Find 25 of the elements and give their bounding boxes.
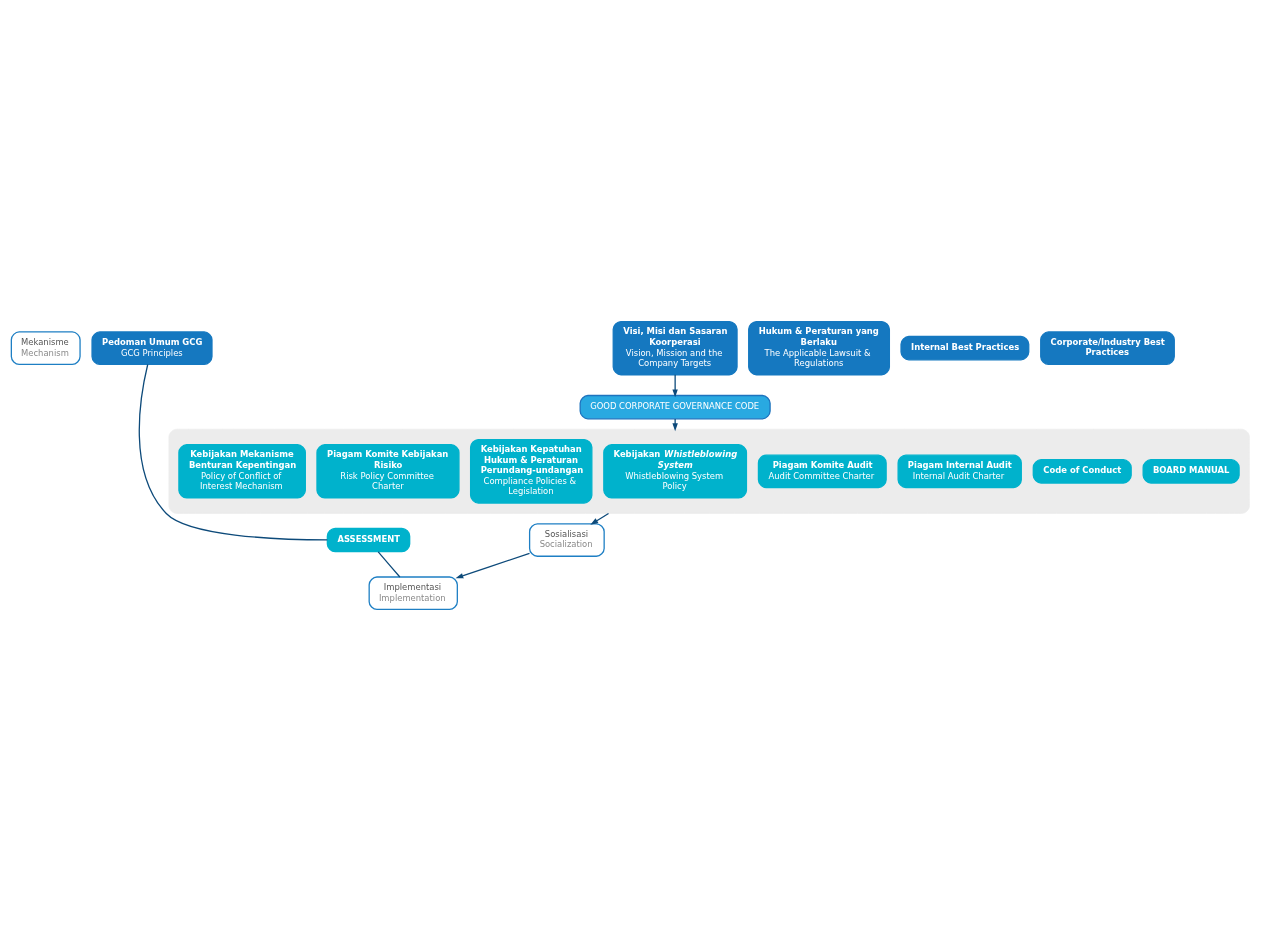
node-box: Hukum & Peraturan yang Berlaku The Applicable Lawsuit & Regulations bbox=[748, 320, 891, 375]
node-box: Kebijakan Kepatuhan Hukum & Peraturan Perundang-undangan Compliance Policies & Legislation bbox=[469, 438, 593, 504]
cluster bbox=[168, 428, 1250, 514]
node-box: Piagam Komite Kebijakan Risiko Risk Policy Committee Charter bbox=[316, 443, 460, 499]
node-box: Visi, Misi dan Sasaran Koorperasi Vision, Mission and the Company Targets bbox=[612, 320, 738, 375]
node-box: ASSESSMENT bbox=[326, 527, 411, 552]
node-box: Pedoman Umum GCG GCG Principles bbox=[91, 330, 213, 365]
node-box: Corporate/Industry Best Practices bbox=[1040, 330, 1175, 365]
connector bbox=[377, 550, 401, 578]
arrow bbox=[672, 417, 678, 431]
node-box: Sosialisasi Socialization bbox=[528, 522, 605, 557]
node-box: Code of Conduct bbox=[1032, 458, 1132, 484]
node-box: Implementasi Implementation bbox=[368, 575, 458, 610]
arrow bbox=[590, 512, 610, 525]
node-box: GOOD CORPORATE GOVERNANCE CODE bbox=[579, 394, 771, 419]
node-box: Internal Best Practices bbox=[900, 335, 1030, 360]
arrow bbox=[455, 552, 531, 578]
node-box: BOARD MANUAL bbox=[1142, 458, 1240, 484]
connector bbox=[138, 363, 328, 541]
node-box: Kebijakan Whistleblowing System Whistleblowing System Policy bbox=[603, 443, 748, 499]
node-box: Piagam Komite Audit Audit Committee Charter bbox=[757, 454, 887, 488]
node-box: Piagam Internal Audit Internal Audit Charter bbox=[897, 454, 1022, 488]
node-box: Mekanisme Mechanism bbox=[10, 330, 81, 365]
arrow bbox=[672, 373, 678, 397]
node-box: Kebijakan Mekanisme Benturan Kepentingan Policy of Conflict of Interest Mechanism bbox=[178, 443, 306, 499]
